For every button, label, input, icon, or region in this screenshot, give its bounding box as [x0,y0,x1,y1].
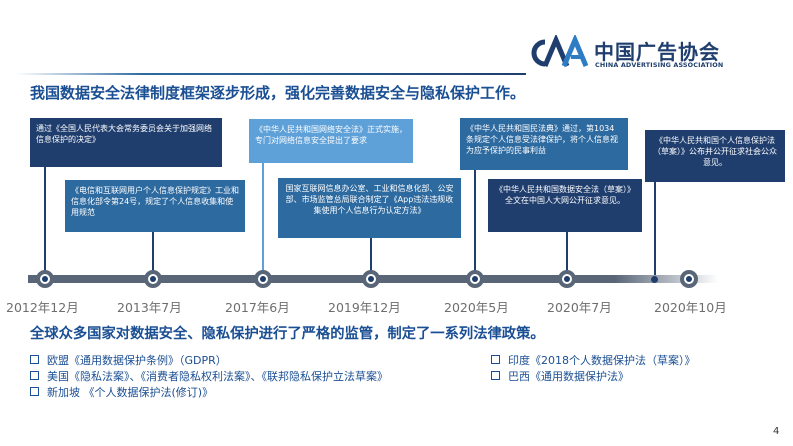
law-item: 新加坡 《个人数据保护法(修订)》 [30,384,213,400]
law-label: 新加坡 《个人数据保护法(修订)》 [47,386,214,399]
connector-line [654,182,656,277]
timeline-node [144,270,162,288]
date-label: 2012年12月 [6,300,79,315]
law-item: 美国《隐私法案》、《消费者隐私权利法案》、《联邦隐私保护立法草案》 [30,368,388,384]
connector-line [44,167,46,273]
law-label: 巴西《通用数据保护法》 [508,370,629,383]
page-number: 4 [773,426,780,437]
connector-line [370,238,372,273]
date-label: 2020年7月 [547,300,612,315]
logo-name-cn: 中国广告协会 [594,40,720,64]
date-label: 2020年10月 [654,300,727,315]
event-2020-10-box: 《中华人民共和国个人信息保护法（草案）》公布并公开征求社会公众意见。 [645,130,785,182]
law-item: 巴西《通用数据保护法》 [491,368,629,384]
connector-line [262,163,264,273]
timeline-node [466,270,484,288]
date-label: 2013年7月 [117,300,182,315]
connector-line [152,232,154,273]
timeline-node [36,270,54,288]
event-2019-box: 国家互联网信息办公室、工业和信息化部、公安部、市场监管总局联合制定了《App违法… [278,178,461,238]
logo-name-en: CHINA ADVERTISING ASSOCIATION [595,61,724,69]
date-label: 2017年6月 [225,300,290,315]
section-subheadline: 全球众多国家对数据安全、隐私保护进行了严格的监管，制定了一系列法律政策。 [30,326,545,342]
connector-line [566,232,568,273]
event-2012-box: 通过《全国人民代表大会常务委员会关于加强网络信息保护的决定》 [30,118,222,167]
header-divider [16,73,526,75]
law-item: 印度《2018个人数据保护法（草案）》 [491,352,696,368]
caa-logo-icon [531,35,588,67]
timeline-node [362,270,380,288]
timeline-node [680,270,698,288]
law-label: 欧盟《通用数据保护条例》（GDPR） [47,354,227,367]
event-2017-box: 《中华人民共和国网络安全法》正式实施，专门对网络信息安全提出了要求 [249,119,413,163]
timeline-node [254,270,272,288]
event-2013-box: 《电信和互联网用户个人信息保护规定》工业和信息化部令第24号，规定了个人信息收集… [65,180,245,232]
timeline-node [558,270,576,288]
square-bullet-icon [491,371,500,380]
event-2020-05-box: 《中华人民共和国民法典》通过，第1034条规定个人信息受法律保护，将个人信息视为… [460,118,628,170]
page-headline: 我国数据安全法律制度框架逐步形成，强化完善数据安全与隐私保护工作。 [30,84,526,102]
square-bullet-icon [30,387,39,396]
law-label: 印度《2018个人数据保护法（草案）》 [508,354,696,367]
connector-line [474,170,476,273]
square-bullet-icon [30,355,39,364]
square-bullet-icon [30,371,39,380]
date-label: 2020年5月 [444,300,509,315]
date-label: 2019年12月 [328,300,401,315]
law-item: 欧盟《通用数据保护条例》（GDPR） [30,352,227,368]
timeline-dot [651,276,658,283]
event-2020-07-box: 《中华人民共和国数据安全法（草案）》全文在中国人大网公开征求意见。 [488,179,642,232]
square-bullet-icon [491,355,500,364]
law-label: 美国《隐私法案》、《消费者隐私权利法案》、《联邦隐私保护立法草案》 [47,370,388,383]
